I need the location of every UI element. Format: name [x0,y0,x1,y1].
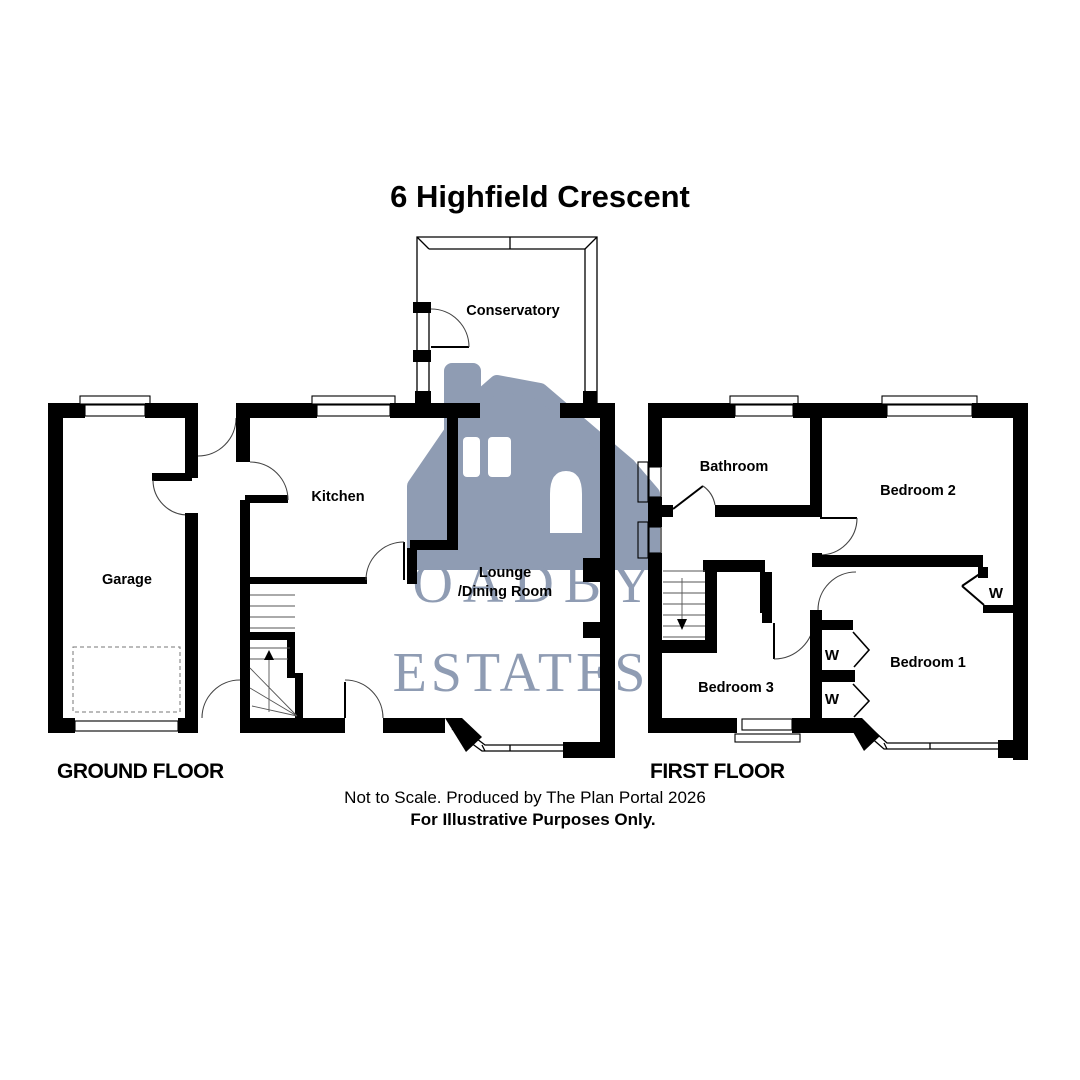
wardrobe-closets [810,610,871,733]
bedroom3-window [741,718,793,731]
ground-staircase [249,594,303,718]
front-door-swing [197,417,237,457]
wardrobe-label-2: W [825,691,840,708]
garage-door [74,720,179,732]
watermark: OADBY ESTATES [393,363,661,704]
page-title: 6 Highfield Crescent [390,179,690,214]
bedroom3-walls [703,560,815,660]
room-label-bedroom2: Bedroom 2 [880,483,956,499]
first-floor-caption: FIRST FLOOR [650,760,785,783]
bathroom-walls [662,418,822,517]
watermark-house-icon [407,363,660,570]
ground-floor-caption: GROUND FLOOR [57,760,224,783]
bedroom1-door-swing [817,571,857,611]
wardrobe-label-1: W [825,647,840,664]
scale-note: Not to Scale. Produced by The Plan Porta… [344,788,706,807]
bedroom2-walls [812,517,988,578]
wardrobe-bifold-door-top [852,631,871,668]
room-label-bedroom3: Bedroom 3 [698,680,774,696]
corner-wardrobe [961,570,1013,613]
conservatory-structure [413,236,598,404]
room-label-lounge-line1: Lounge [479,565,531,581]
bathroom-window [734,404,794,417]
corner-wardrobe-door [961,570,985,606]
room-label-bedroom1: Bedroom 1 [890,655,966,671]
bedroom1-bay-window [845,718,998,751]
room-label-conservatory: Conservatory [466,303,559,319]
wardrobe-label-3: W [989,585,1004,602]
bedroom2-window [886,404,973,417]
garage-window [84,404,146,417]
bathroom-door [672,485,704,510]
room-label-kitchen: Kitchen [311,489,364,505]
kitchen-window [316,404,391,417]
rear-door-swing [201,679,241,719]
garage-side-door [152,473,192,481]
purpose-note: For Illustrative Purposes Only. [410,810,655,829]
lounge-bay-window [445,718,615,758]
garage-dashed-area [72,646,181,713]
kitchen-door [245,495,288,503]
room-label-lounge-line2: /Dining Room [458,584,552,600]
wardrobe-bifold-door-bottom [852,683,871,718]
room-label-bathroom: Bathroom [700,459,768,475]
first-staircase [662,560,717,653]
watermark-line2: ESTATES [393,642,650,704]
room-label-garage: Garage [102,572,152,588]
watermark-line1: OADBY [412,553,661,615]
